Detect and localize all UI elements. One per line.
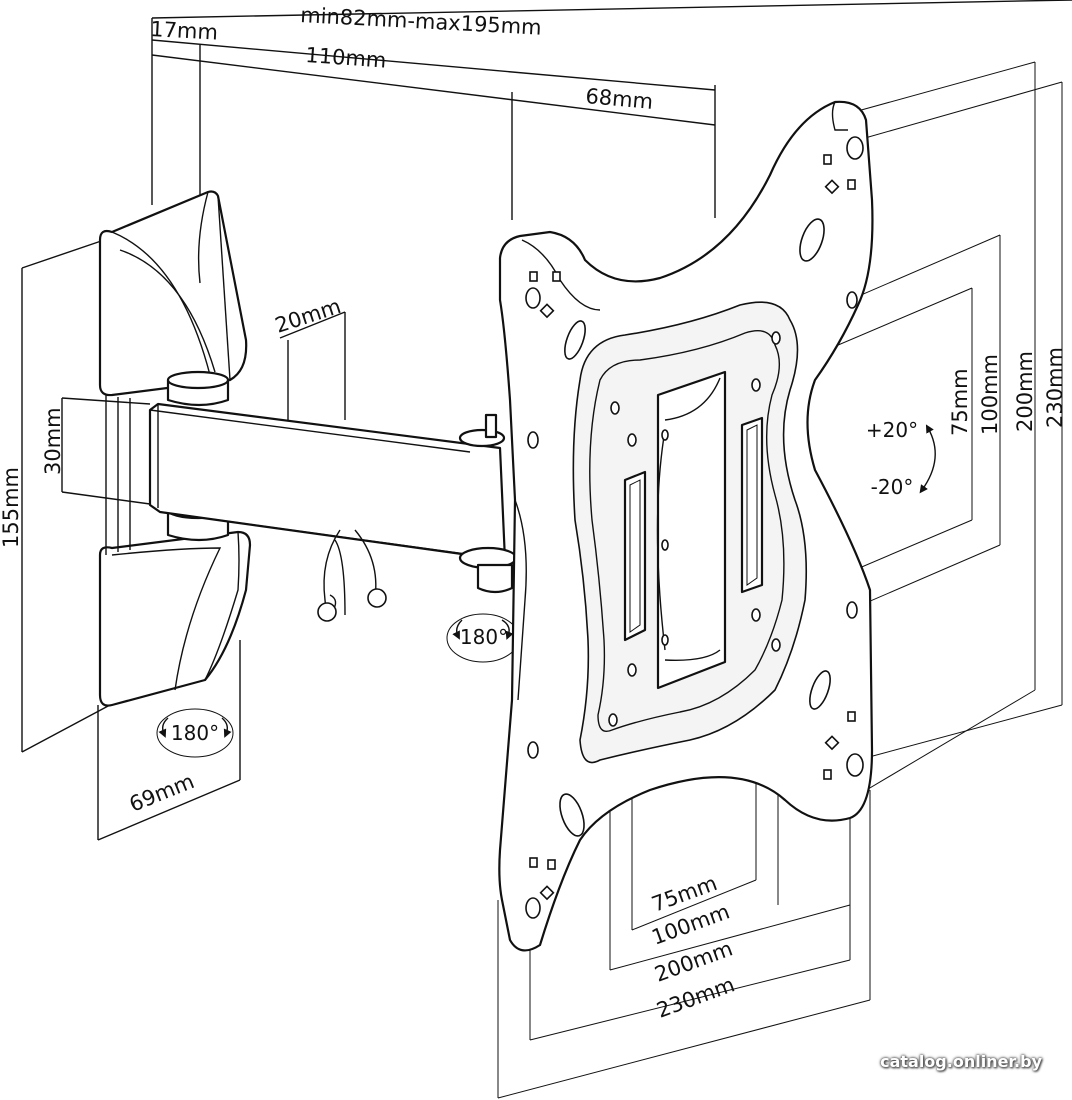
- dimension-labels: min82mm-max195mm 17mm 110mm 68mm 20mm 30…: [0, 3, 1067, 1023]
- vesa-vertical-100-label: 100mm: [978, 354, 1002, 435]
- wall-plate-upper: [98, 190, 248, 397]
- arm-height-label: 30mm: [41, 407, 65, 475]
- tilt-up-label: +20°: [866, 418, 918, 442]
- wall-offset-label: 17mm: [150, 17, 219, 45]
- mounting-holes: [525, 136, 864, 919]
- wall-swivel-label: 180°: [171, 721, 219, 745]
- top-dimension-lines: [151, 0, 1072, 220]
- head-joint: [458, 413, 518, 594]
- vesa-vertical-200-label: 200mm: [1013, 351, 1037, 432]
- vesa-plate: [498, 100, 874, 952]
- extension-range-label: min82mm-max195mm: [300, 3, 542, 40]
- arm-width-label: 20mm: [272, 294, 344, 338]
- vesa-vertical-75-label: 75mm: [948, 368, 972, 436]
- arm-swivel-label: 180°: [460, 625, 508, 649]
- wall-plate-lower: [98, 530, 252, 707]
- cable-clips: [317, 529, 387, 622]
- tilt-down-label: -20°: [871, 475, 914, 499]
- wall-plate-height-label: 155mm: [0, 467, 23, 548]
- vesa-vertical-230-label: 230mm: [1043, 347, 1067, 428]
- wall-rotation-indicator: 180°: [156, 708, 234, 758]
- watermark: catalog.onliner.by: [880, 1052, 1042, 1071]
- arm-rotation-indicator: 180°: [446, 613, 520, 663]
- head-depth-label: 68mm: [585, 84, 654, 114]
- wall-plate-width-label: 69mm: [126, 769, 198, 817]
- tilt-indicator: +20° -20°: [866, 418, 936, 499]
- wall-plate-back: [105, 395, 131, 555]
- arm-length-label: 110mm: [305, 43, 387, 73]
